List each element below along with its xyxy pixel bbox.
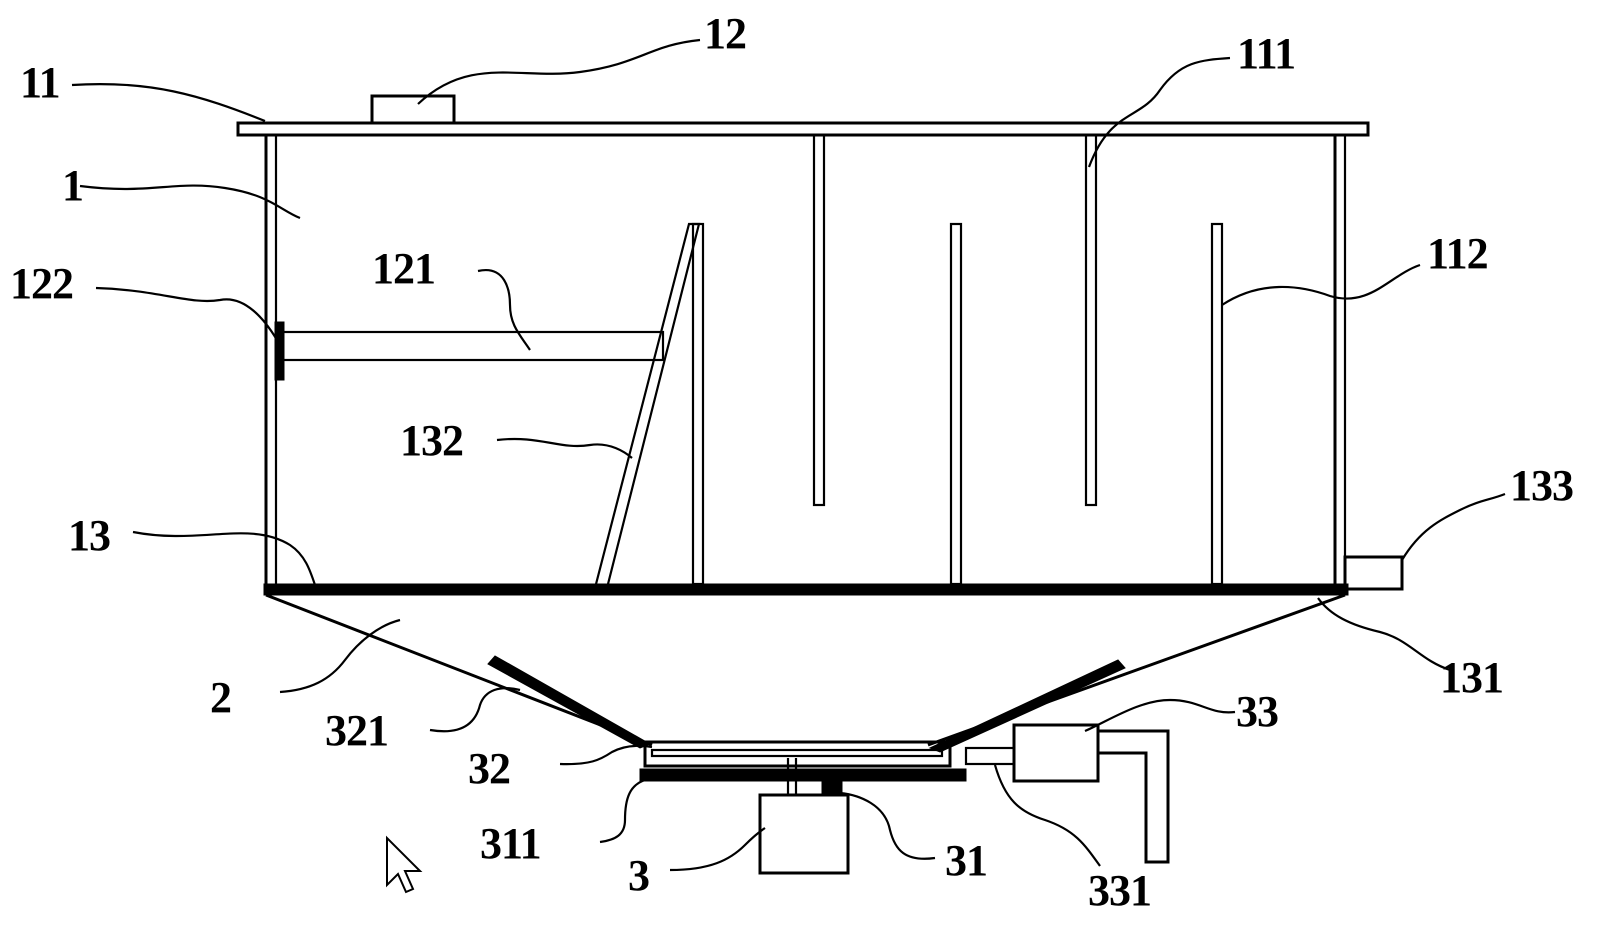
side-outlet <box>1343 555 1404 591</box>
label-133: 133 <box>1510 461 1573 510</box>
tank-body <box>236 94 1370 596</box>
hanging-baffle <box>812 133 826 507</box>
label-321: 321 <box>325 706 388 755</box>
inclined-plate <box>593 222 701 590</box>
leader-lines <box>71 38 1506 872</box>
lid <box>236 121 1370 137</box>
bottom-plate <box>263 583 1349 596</box>
label-12: 12 <box>704 9 746 58</box>
top-inlet <box>370 94 456 125</box>
hanging-baffle <box>1084 133 1098 507</box>
label-132: 132 <box>400 416 463 465</box>
sieve-tray <box>643 740 952 768</box>
base-plate <box>639 768 967 782</box>
standing-baffle <box>691 222 705 586</box>
label-13: 13 <box>68 511 110 560</box>
pipe-flange <box>274 321 285 381</box>
label-122: 122 <box>10 259 73 308</box>
labels: 11 12 111 1 122 121 112 132 133 13 131 2… <box>10 9 1574 915</box>
bottom-assembly <box>639 723 1170 875</box>
standing-baffle <box>949 222 963 586</box>
drain-pipe <box>964 746 1016 766</box>
label-311: 311 <box>480 819 541 868</box>
hopper <box>265 588 1346 753</box>
label-331: 331 <box>1088 866 1151 915</box>
pump <box>1012 723 1100 783</box>
label-33: 33 <box>1236 687 1278 736</box>
vibration-plate-right <box>928 659 1126 753</box>
l-outlet-pipe <box>1098 729 1170 864</box>
baffles <box>593 133 1224 590</box>
label-31: 31 <box>945 836 987 885</box>
label-131: 131 <box>1440 653 1503 702</box>
label-1: 1 <box>62 161 83 210</box>
label-121: 121 <box>372 244 435 293</box>
label-111: 111 <box>1237 29 1295 78</box>
mouse-pointer-icon <box>386 835 423 894</box>
label-3: 3 <box>628 851 649 900</box>
inlet-pipe <box>276 330 665 362</box>
label-112: 112 <box>1427 229 1488 278</box>
label-32: 32 <box>468 744 510 793</box>
inlet-pipe-assembly <box>274 321 665 381</box>
vibration-plate-left <box>487 655 652 749</box>
motor <box>758 793 850 875</box>
standing-baffle <box>1210 222 1224 586</box>
label-2: 2 <box>210 673 231 722</box>
label-11: 11 <box>20 58 60 107</box>
